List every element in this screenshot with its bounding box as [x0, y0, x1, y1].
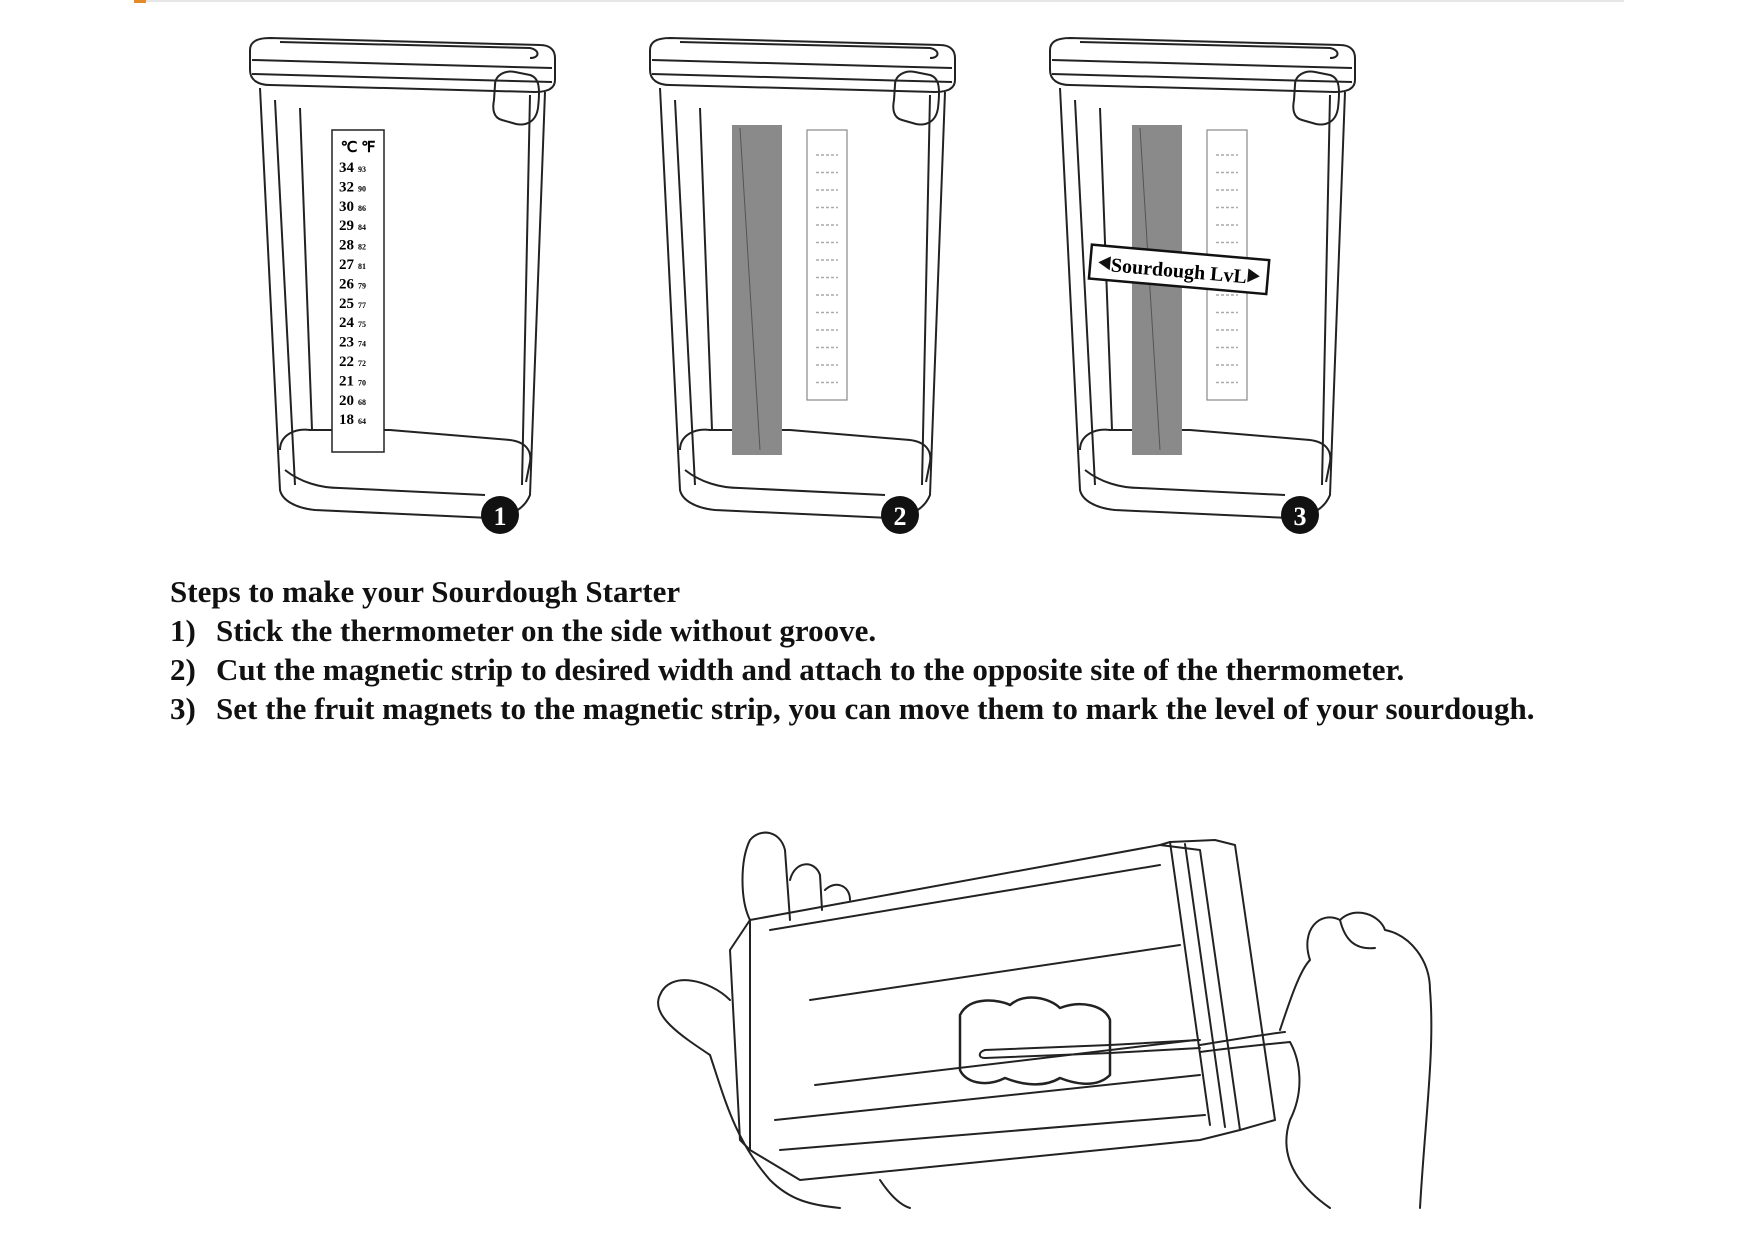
thermometer-fahrenheit: 81: [358, 262, 366, 271]
thermometer-fahrenheit: 68: [358, 398, 366, 407]
thermometer-fahrenheit: 84: [358, 223, 366, 232]
fruit-magnet-outline: [958, 996, 1112, 1086]
step-badge-3: [1281, 496, 1319, 534]
thermometer-fahrenheit: 75: [358, 320, 366, 329]
thermometer-fahrenheit: 90: [358, 184, 366, 193]
top-divider: [134, 0, 1624, 2]
thermometer-celsius: 23: [339, 335, 354, 351]
thermometer-fahrenheit: 77: [358, 301, 366, 310]
thermometer-fahrenheit: 93: [358, 165, 366, 174]
step-badge-label: 1: [494, 502, 507, 531]
thermometer-celsius: 27: [339, 257, 355, 273]
instruction-step-2: 2) Cut the magnetic strip to desired wid…: [170, 650, 1730, 689]
instructions: Steps to make your Sourdough Starter 1) …: [170, 572, 1730, 728]
sourdough-level-magnet: Sourdough LvL: [1087, 243, 1271, 296]
instruction-step-3: 3) Set the fruit magnets to the magnetic…: [170, 689, 1730, 728]
step-text: Stick the thermometer on the side withou…: [216, 613, 877, 648]
hands-attaching-magnet-illustration: [657, 831, 1433, 1209]
step-text: Cut the magnetic strip to desired width …: [216, 652, 1405, 687]
thermometer-fahrenheit: 70: [358, 378, 366, 387]
thermometer-celsius: 28: [339, 238, 354, 254]
thermometer-celsius: 29: [339, 218, 354, 234]
thermometer-fahrenheit: 79: [358, 281, 366, 290]
step-badge-label: 3: [1294, 502, 1307, 531]
step-number: 3): [170, 691, 196, 726]
thermometer-celsius: 21: [339, 373, 354, 389]
thermometer-celsius: 34: [339, 160, 355, 176]
thermometer-celsius: 20: [339, 393, 354, 409]
thermometer-fahrenheit: 64: [358, 417, 366, 426]
right-hand-outline: [1279, 911, 1433, 1209]
thermometer-celsius: 25: [339, 296, 354, 312]
left-hand-outline: [741, 831, 791, 921]
thermometer-fahrenheit: 86: [358, 204, 366, 213]
instruction-step-1: 1) Stick the thermometer on the side wit…: [170, 611, 1730, 650]
step-number: 1): [170, 613, 196, 648]
thermometer-header: ℃ ℉: [341, 140, 376, 156]
thermometer-fahrenheit: 82: [358, 243, 366, 252]
thermometer-celsius: 18: [339, 412, 354, 428]
thermometer-celsius: 24: [339, 315, 355, 331]
jar-2: 2: [649, 37, 956, 534]
step-badge-label: 2: [894, 502, 907, 531]
step-text: Set the fruit magnets to the magnetic st…: [216, 691, 1535, 726]
instructions-title: Steps to make your Sourdough Starter: [170, 574, 681, 609]
thermometer-fahrenheit: 72: [358, 359, 366, 368]
thermometer-strip: [331, 129, 385, 453]
thermometer-fahrenheit: 74: [358, 340, 366, 349]
thermometer-celsius: 26: [339, 276, 355, 292]
thermometer-celsius: 30: [339, 199, 354, 215]
thermometer-celsius: 32: [339, 179, 354, 195]
jar-side-outline: [749, 844, 1241, 1181]
top-accent-mark: [134, 0, 146, 3]
thermometer-celsius: 22: [339, 354, 354, 370]
step-badge-2: [881, 496, 919, 534]
jar-3: 3 Sourdough LvL: [1049, 37, 1356, 534]
step-badge-1: [481, 496, 519, 534]
thermometer-back-view: [806, 129, 848, 401]
step-number: 2): [170, 652, 196, 687]
